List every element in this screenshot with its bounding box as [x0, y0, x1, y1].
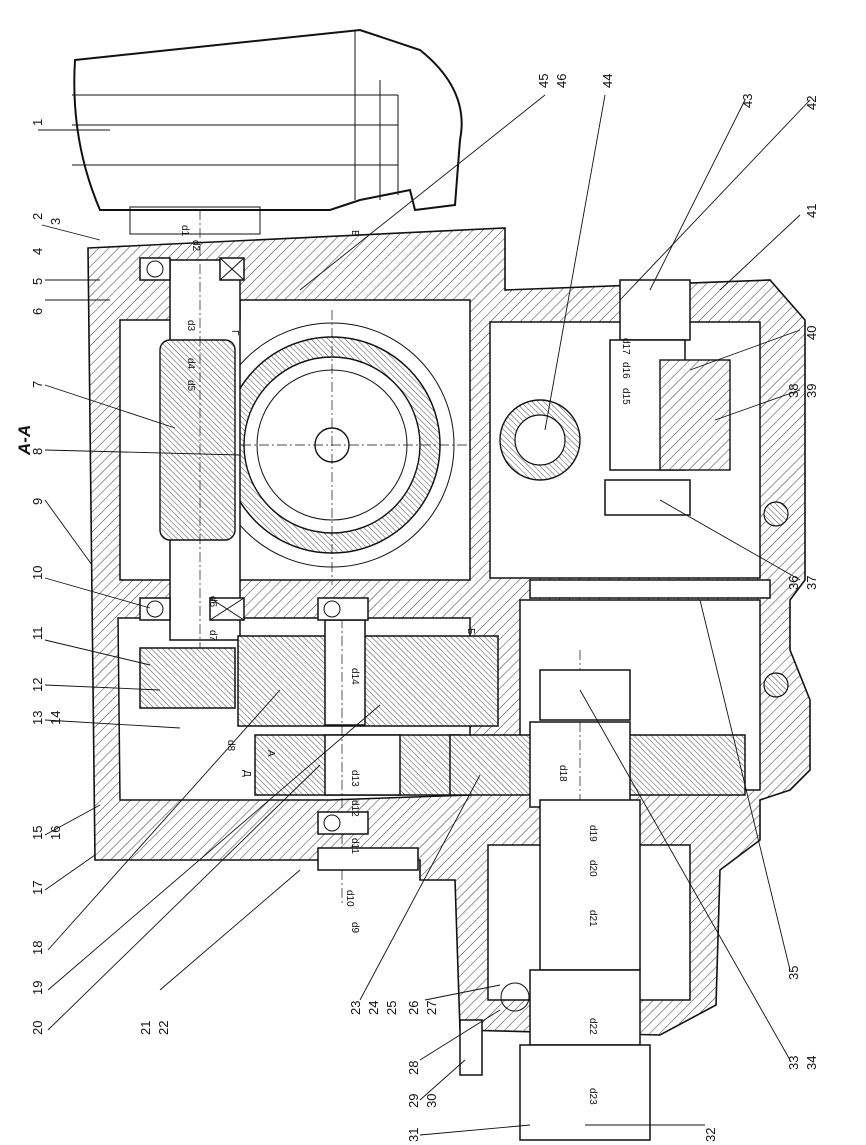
part-label: 46: [554, 74, 569, 88]
part-label: 26: [406, 1001, 421, 1015]
section-mark: В: [349, 230, 360, 237]
lever-mechanism: [499, 279, 789, 698]
worm-wheel: [205, 310, 470, 585]
dimension-label: d23: [587, 1088, 598, 1105]
dimension-label: d4: [185, 358, 196, 370]
dimension-label: d16: [620, 362, 631, 379]
dimension-label: d12: [349, 800, 360, 817]
part-label: 40: [804, 326, 819, 340]
motor: [72, 28, 463, 235]
part-label: 13: [30, 711, 45, 725]
part-label-group: 1 2 3 4 5 6 7 8 9 10 11 12 13 14 15 16 1…: [30, 74, 819, 1142]
dimension-label: d1: [179, 225, 190, 237]
part-label: 16: [48, 826, 63, 840]
part-label: 36: [786, 576, 801, 590]
dimension-label: d20: [587, 860, 598, 877]
part-label: 45: [536, 74, 551, 88]
part-label: 10: [30, 566, 45, 580]
part-label: 4: [30, 248, 45, 255]
part-label: 35: [786, 966, 801, 980]
part-label: 24: [366, 1001, 381, 1015]
part-label: 2: [30, 213, 45, 220]
part-label: 8: [30, 448, 45, 455]
part-label: 21: [138, 1021, 153, 1035]
dimension-label: d17: [620, 338, 631, 355]
dimension-label: d21: [587, 910, 598, 927]
part-label: 25: [384, 1001, 399, 1015]
dimension-label: d15: [620, 388, 631, 405]
part-label: 42: [804, 96, 819, 110]
part-label: 32: [703, 1128, 718, 1142]
dimension-label-group: d1 d2 d3 d4 d5 d6 d7 d8 d9 d10 d11 d12 d…: [179, 225, 631, 1105]
part-label: 41: [804, 204, 819, 218]
part-label: 23: [348, 1001, 363, 1015]
part-label: 6: [30, 308, 45, 315]
part-label: 9: [30, 498, 45, 505]
part-label: 18: [30, 941, 45, 955]
dimension-label: d22: [587, 1018, 598, 1035]
part-label: 37: [804, 576, 819, 590]
worm-shaft: [139, 210, 245, 650]
section-mark: Д: [241, 770, 252, 777]
part-label: 30: [424, 1094, 439, 1108]
part-label: 43: [740, 94, 755, 108]
gear-train: [139, 597, 746, 1105]
part-label: 33: [786, 1056, 801, 1070]
part-label: 19: [30, 981, 45, 995]
dimension-label: d8: [225, 740, 236, 752]
dimension-label: d18: [557, 765, 568, 782]
part-label: 20: [30, 1021, 45, 1035]
dimension-label: d14: [349, 668, 360, 685]
part-label: 15: [30, 826, 45, 840]
output-shaft: [459, 669, 651, 1141]
section-mark: Б: [465, 628, 476, 635]
dimension-label: d19: [587, 825, 598, 842]
dimension-label: d11: [349, 838, 360, 854]
part-label: 7: [30, 381, 45, 388]
part-label: 28: [406, 1061, 421, 1075]
dimension-label: d9: [349, 922, 360, 934]
part-label: 14: [48, 711, 63, 725]
dimension-label: d3: [185, 320, 196, 332]
part-label: 44: [600, 74, 615, 88]
dimension-label: d13: [349, 770, 360, 787]
dimension-label: d5: [185, 380, 196, 392]
part-label: 39: [804, 384, 819, 398]
dimension-label: d2: [190, 240, 201, 252]
part-label: 22: [156, 1021, 171, 1035]
part-label: 1: [30, 119, 45, 126]
dimension-label: d6: [207, 596, 218, 608]
dimension-label: d7: [207, 630, 218, 642]
dimension-label: d10: [344, 890, 355, 907]
section-mark: Г: [229, 330, 240, 336]
part-label: 27: [424, 1001, 439, 1015]
part-label: 5: [30, 278, 45, 285]
part-label: 17: [30, 881, 45, 895]
part-label: 31: [406, 1128, 421, 1142]
part-label: 11: [30, 627, 45, 641]
part-label: 29: [406, 1094, 421, 1108]
section-mark: А: [265, 750, 276, 757]
view-title: А-А: [15, 425, 34, 456]
part-label: 34: [804, 1056, 819, 1070]
part-label: 38: [786, 384, 801, 398]
part-label: 3: [48, 218, 63, 225]
part-label: 12: [30, 678, 45, 692]
